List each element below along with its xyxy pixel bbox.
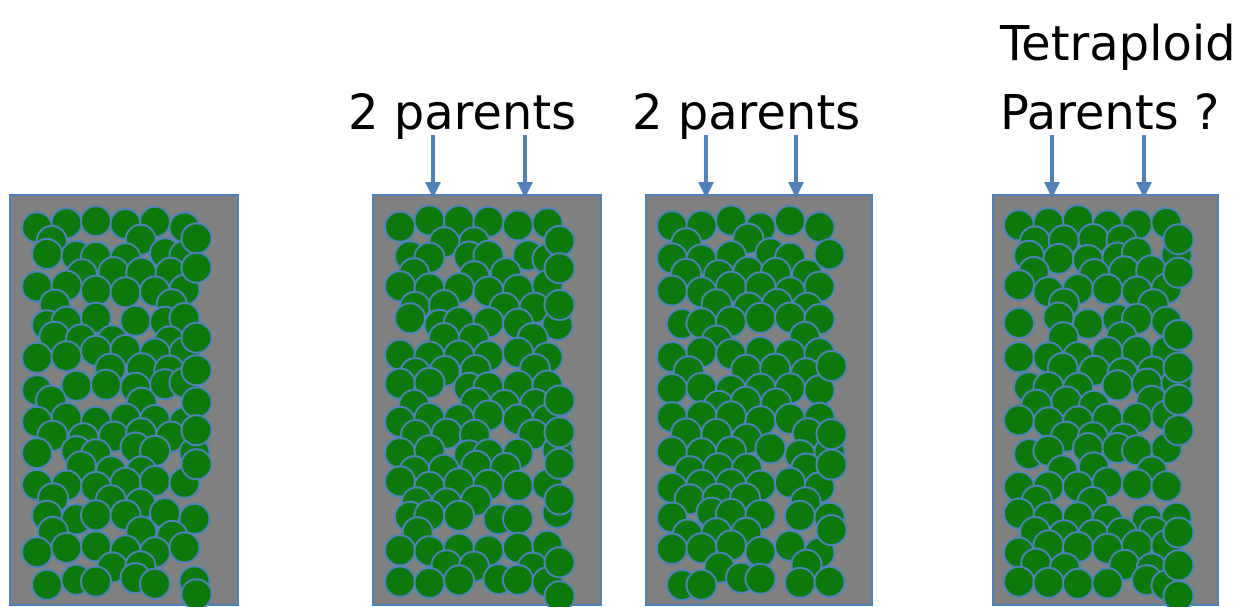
plant xyxy=(815,418,848,451)
plant xyxy=(180,321,213,354)
plant xyxy=(180,251,213,284)
plot-3-label: 2 parents xyxy=(632,85,860,141)
plant xyxy=(80,301,112,334)
plant xyxy=(1032,566,1065,599)
plant xyxy=(543,225,576,257)
plant xyxy=(31,568,63,601)
plant xyxy=(784,566,816,599)
plant xyxy=(90,368,122,401)
plant xyxy=(180,386,213,419)
plant xyxy=(803,211,836,244)
plant xyxy=(443,499,475,532)
plant xyxy=(543,289,576,321)
plant xyxy=(139,567,171,600)
plant xyxy=(1162,319,1195,351)
plant xyxy=(744,562,777,595)
plant xyxy=(656,373,688,405)
plant xyxy=(774,204,806,237)
plant xyxy=(21,341,53,374)
plot-2-label: 2 parents xyxy=(348,85,576,141)
plot-4 xyxy=(992,135,1219,607)
plant xyxy=(1101,369,1134,402)
plant xyxy=(384,565,416,598)
plant xyxy=(1003,269,1035,302)
plant xyxy=(1150,470,1183,503)
plant xyxy=(1003,341,1035,374)
plot-4-label-line1: Tetraploid xyxy=(999,16,1236,72)
plant xyxy=(180,414,213,447)
plant xyxy=(180,354,213,387)
plant xyxy=(21,536,53,569)
plant xyxy=(180,578,213,607)
plant xyxy=(543,416,576,449)
plant xyxy=(1162,580,1195,607)
plant xyxy=(1091,567,1124,600)
plant xyxy=(502,469,534,502)
plant xyxy=(543,546,576,579)
plant xyxy=(1162,549,1195,582)
plant xyxy=(744,535,777,568)
plant xyxy=(543,483,576,516)
plant xyxy=(1162,516,1195,549)
plant xyxy=(784,499,816,532)
plot-3-plants xyxy=(656,204,848,601)
plant xyxy=(813,238,846,271)
plant xyxy=(656,532,688,565)
plant xyxy=(754,432,787,465)
plot-3 xyxy=(645,135,873,606)
plot-4-label-line2: Parents ? xyxy=(1000,85,1219,141)
plant xyxy=(685,568,718,601)
plant xyxy=(31,238,63,270)
plant xyxy=(656,274,688,307)
plant xyxy=(178,502,211,535)
plot-1 xyxy=(9,194,239,607)
plot-1-plants xyxy=(21,205,213,607)
plant xyxy=(813,565,846,598)
plant xyxy=(50,531,83,564)
plant xyxy=(50,340,83,373)
plant xyxy=(384,210,416,243)
plant xyxy=(168,531,201,564)
plant xyxy=(543,447,576,480)
plot-2 xyxy=(372,135,602,607)
plant xyxy=(1162,256,1195,289)
plant xyxy=(815,448,848,481)
plant xyxy=(1162,383,1195,416)
plant xyxy=(443,564,475,597)
plant xyxy=(502,209,534,242)
plant xyxy=(502,563,534,596)
plant xyxy=(413,366,446,399)
plant xyxy=(413,567,446,599)
plant xyxy=(21,437,53,470)
plant xyxy=(180,222,213,255)
plant xyxy=(80,499,112,532)
plant xyxy=(1162,351,1195,384)
plant xyxy=(80,565,112,598)
plant xyxy=(543,580,576,607)
plant xyxy=(80,274,112,307)
plant xyxy=(502,503,534,535)
plant xyxy=(1003,307,1035,339)
plant xyxy=(1121,468,1153,501)
plant xyxy=(543,252,576,285)
plant xyxy=(180,448,213,481)
plant xyxy=(815,350,848,382)
plant xyxy=(744,301,777,334)
plant xyxy=(384,534,416,567)
plant xyxy=(80,205,112,238)
plot-4-plants xyxy=(1003,204,1195,607)
plant xyxy=(394,302,426,335)
plant xyxy=(1162,223,1195,256)
plot-2-plants xyxy=(384,204,576,607)
plant xyxy=(109,276,142,309)
plant xyxy=(1091,273,1124,306)
plant xyxy=(543,384,576,417)
plant xyxy=(1003,404,1035,437)
plant xyxy=(1162,414,1195,447)
plant xyxy=(815,514,848,547)
plant xyxy=(1062,567,1094,600)
plant xyxy=(1003,565,1035,598)
